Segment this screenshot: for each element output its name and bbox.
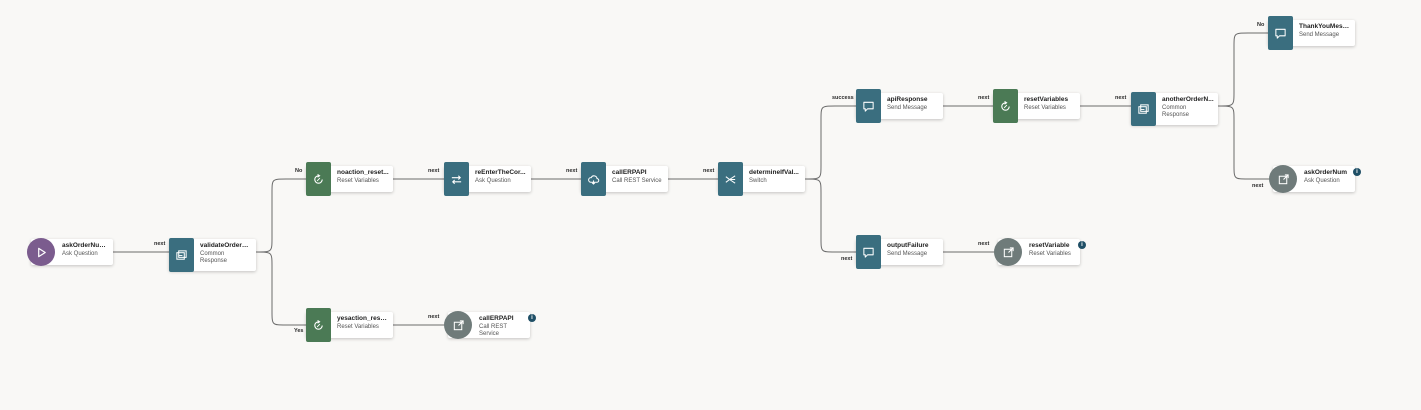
edge-label: next: [1252, 183, 1264, 189]
message-icon: [856, 89, 881, 123]
node-subtitle: Call REST Service: [479, 324, 507, 337]
reset-variables-icon: [993, 89, 1018, 123]
node-title: askOrderNumber: [62, 242, 109, 249]
edge-label: success: [832, 95, 854, 101]
flow-node-reEnterTheCor[interactable]: reEnterTheCor... Ask Question: [444, 162, 531, 196]
node-subtitle: Send Message: [887, 105, 928, 111]
edge-label: next: [428, 314, 440, 320]
node-subtitle: Switch: [749, 178, 767, 184]
edge-label: No: [295, 168, 303, 174]
flow-node-noaction_reset[interactable]: noaction_reset... Reset Variables: [306, 162, 393, 196]
node-title: resetVariables: [1024, 96, 1069, 103]
edge-label: next: [978, 95, 990, 101]
flow-node-callERPAPI_main[interactable]: callERPAPI Call REST Service: [581, 162, 668, 196]
edge-label: next: [1115, 95, 1127, 101]
node-title: validateOrderN...: [200, 242, 252, 249]
node-title: reEnterTheCor...: [475, 169, 526, 176]
node-subtitle: Common Response: [200, 251, 228, 264]
message-icon: [856, 235, 881, 269]
flow-node-yesaction_rese[interactable]: yesaction_rese... Reset Variables: [306, 308, 393, 342]
edge-determineIfVal-to-apiResponse[interactable]: [804, 105, 856, 180]
cloud-rest-icon: [581, 162, 606, 196]
node-title: ThankYouMess...: [1299, 23, 1351, 30]
common-response-icon: [1131, 92, 1156, 126]
flow-node-askOrderNumber[interactable]: askOrderNumberAsk Question: [27, 238, 113, 266]
info-icon[interactable]: i: [1078, 241, 1086, 249]
node-title: askOrderNum: [1304, 169, 1347, 176]
node-subtitle: Reset Variables: [1029, 251, 1071, 257]
node-subtitle: Reset Variables: [1024, 105, 1066, 111]
play-icon: [27, 238, 55, 266]
reset-variables-icon: [306, 162, 331, 196]
edge-label: next: [428, 168, 440, 174]
reset-variables-icon: [306, 308, 331, 342]
edge-label: next: [703, 168, 715, 174]
node-subtitle: Send Message: [887, 251, 928, 257]
edge-validateOrderN-to-noaction_reset[interactable]: [255, 178, 306, 253]
edge-label: No: [1257, 22, 1265, 28]
node-subtitle: Ask Question: [1304, 178, 1340, 184]
node-title: callERPAPI: [612, 169, 647, 176]
node-subtitle: Ask Question: [475, 178, 511, 184]
edge-anotherOrderN-to-askOrderNum_ref[interactable]: [1217, 105, 1273, 180]
flow-node-validateOrderN[interactable]: validateOrderN... Common Response: [169, 238, 256, 272]
message-icon: [1268, 16, 1293, 50]
node-title: outputFailure: [887, 242, 929, 249]
edge-anotherOrderN-to-ThankYouMess[interactable]: [1217, 32, 1268, 107]
node-subtitle: Send Message: [1299, 32, 1340, 38]
node-title: noaction_reset...: [337, 169, 389, 176]
node-title: yesaction_rese...: [337, 315, 389, 322]
flow-node-determineIfVal[interactable]: determineIfVal... Switch: [718, 162, 805, 196]
external-link-icon: [994, 238, 1022, 266]
node-title: anotherOrderN...: [1162, 96, 1214, 103]
flow-node-anotherOrderN[interactable]: anotherOrderN... Common Response: [1131, 92, 1218, 126]
node-title: determineIfVal...: [749, 169, 799, 176]
edge-label: next: [978, 241, 990, 247]
edge-label: Yes: [294, 328, 304, 334]
info-icon[interactable]: i: [528, 314, 536, 322]
edge-label: next: [154, 241, 166, 247]
node-subtitle: Common Response: [1162, 105, 1190, 118]
edge-validateOrderN-to-yesaction_rese[interactable]: [255, 251, 306, 326]
node-subtitle: Reset Variables: [337, 324, 379, 330]
flow-node-callERPAPI_ref[interactable]: callERPAPI Call REST Service i: [444, 311, 536, 339]
common-response-icon: [169, 238, 194, 272]
node-title: callERPAPI: [479, 315, 514, 322]
info-icon[interactable]: i: [1353, 168, 1361, 176]
node-title: resetVariable: [1029, 242, 1070, 249]
node-subtitle: Call REST Service: [612, 178, 662, 184]
external-link-icon: [444, 311, 472, 339]
node-subtitle: Reset Variables: [337, 178, 379, 184]
node-title: apiResponse: [887, 96, 928, 103]
edge-label: next: [566, 168, 578, 174]
flow-node-ThankYouMess[interactable]: ThankYouMess... Send Message: [1268, 16, 1355, 50]
switch-icon: [718, 162, 743, 196]
edge-label: next: [841, 256, 853, 262]
node-subtitle: Ask Question: [62, 251, 98, 257]
external-link-icon: [1269, 165, 1297, 193]
edge-determineIfVal-to-outputFailure[interactable]: [804, 178, 856, 253]
swap-arrows-icon: [444, 162, 469, 196]
